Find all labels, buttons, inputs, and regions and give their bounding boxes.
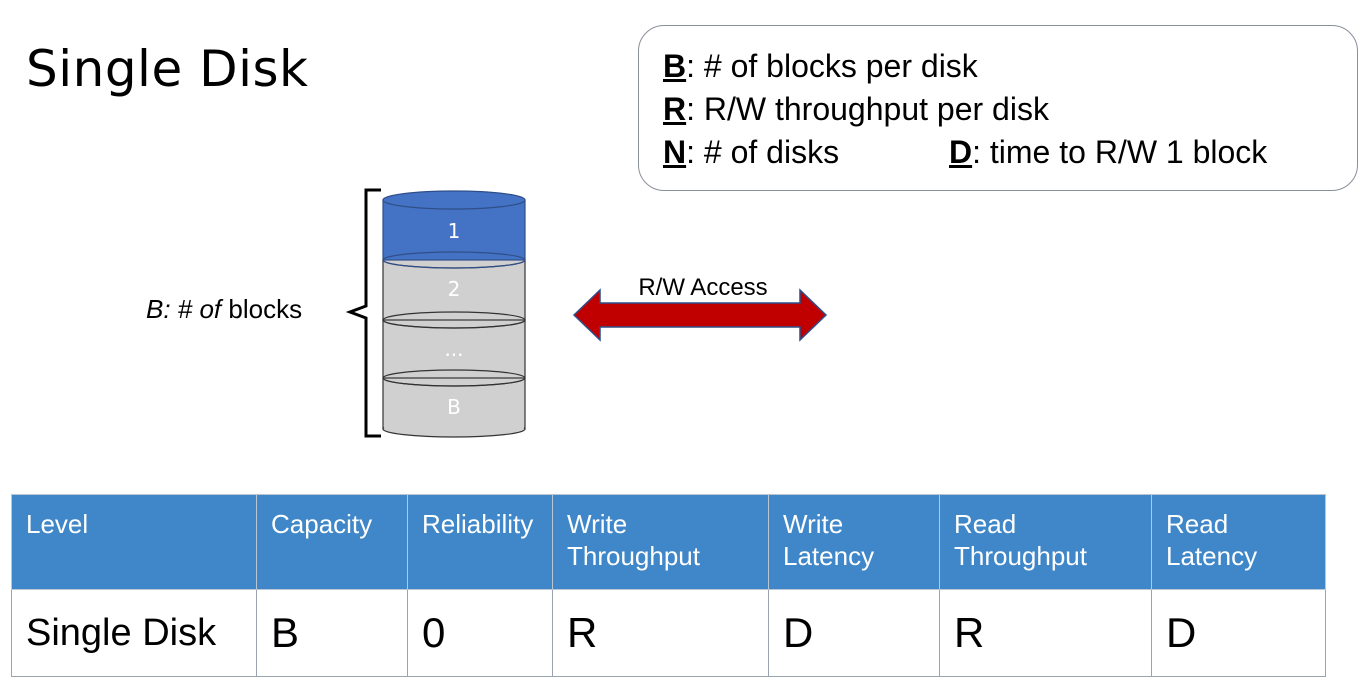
header-capacity: Capacity — [256, 494, 408, 590]
page-title: Single Disk — [26, 40, 309, 98]
cell-write-throughput: R — [552, 589, 769, 677]
header-read-throughput: Read Throughput — [939, 494, 1152, 590]
header-write-latency: Write Latency — [768, 494, 940, 590]
disk-block-ellipsis: ... — [382, 311, 526, 387]
header-reliability: Reliability — [407, 494, 553, 590]
block-label: ... — [444, 337, 463, 361]
header-read-latency: Read Latency — [1151, 494, 1326, 590]
cell-write-latency: D — [768, 589, 940, 677]
cell-reliability: 0 — [407, 589, 553, 677]
disk-diagram: B ... 2 1 R/W Access — [345, 188, 828, 438]
disk-block-b: B — [382, 369, 526, 438]
rw-access-label: R/W Access — [638, 274, 767, 301]
table-row: Single Disk B 0 R D R D — [11, 589, 1326, 677]
raid-level-table: Level Capacity Reliability Write Through… — [11, 494, 1326, 677]
block-label: 1 — [448, 219, 461, 243]
header-write-throughput: Write Throughput — [552, 494, 769, 590]
legend-n: N: # of disks — [663, 134, 840, 170]
disk-block-2: 2 — [382, 251, 526, 329]
disk-block-1: 1 — [382, 190, 526, 269]
cell-read-latency: D — [1151, 589, 1326, 677]
block-label: B — [447, 395, 461, 419]
legend-box: B: # of blocks per disk R: R/W throughpu… — [638, 25, 1358, 191]
cell-read-throughput: R — [939, 589, 1152, 677]
legend-d: D: time to R/W 1 block — [949, 134, 1268, 170]
rw-access-arrow — [572, 288, 828, 342]
legend-r: R: R/W throughput per disk — [663, 91, 1049, 127]
block-label: 2 — [448, 277, 461, 301]
table-header-row: Level Capacity Reliability Write Through… — [11, 494, 1326, 590]
brace-icon — [345, 188, 381, 438]
legend-b: B: # of blocks per disk — [663, 48, 978, 84]
header-level: Level — [11, 494, 257, 590]
blocks-count-label: B: # of blocks — [146, 294, 303, 324]
cell-level: Single Disk — [11, 589, 257, 677]
cell-capacity: B — [256, 589, 408, 677]
